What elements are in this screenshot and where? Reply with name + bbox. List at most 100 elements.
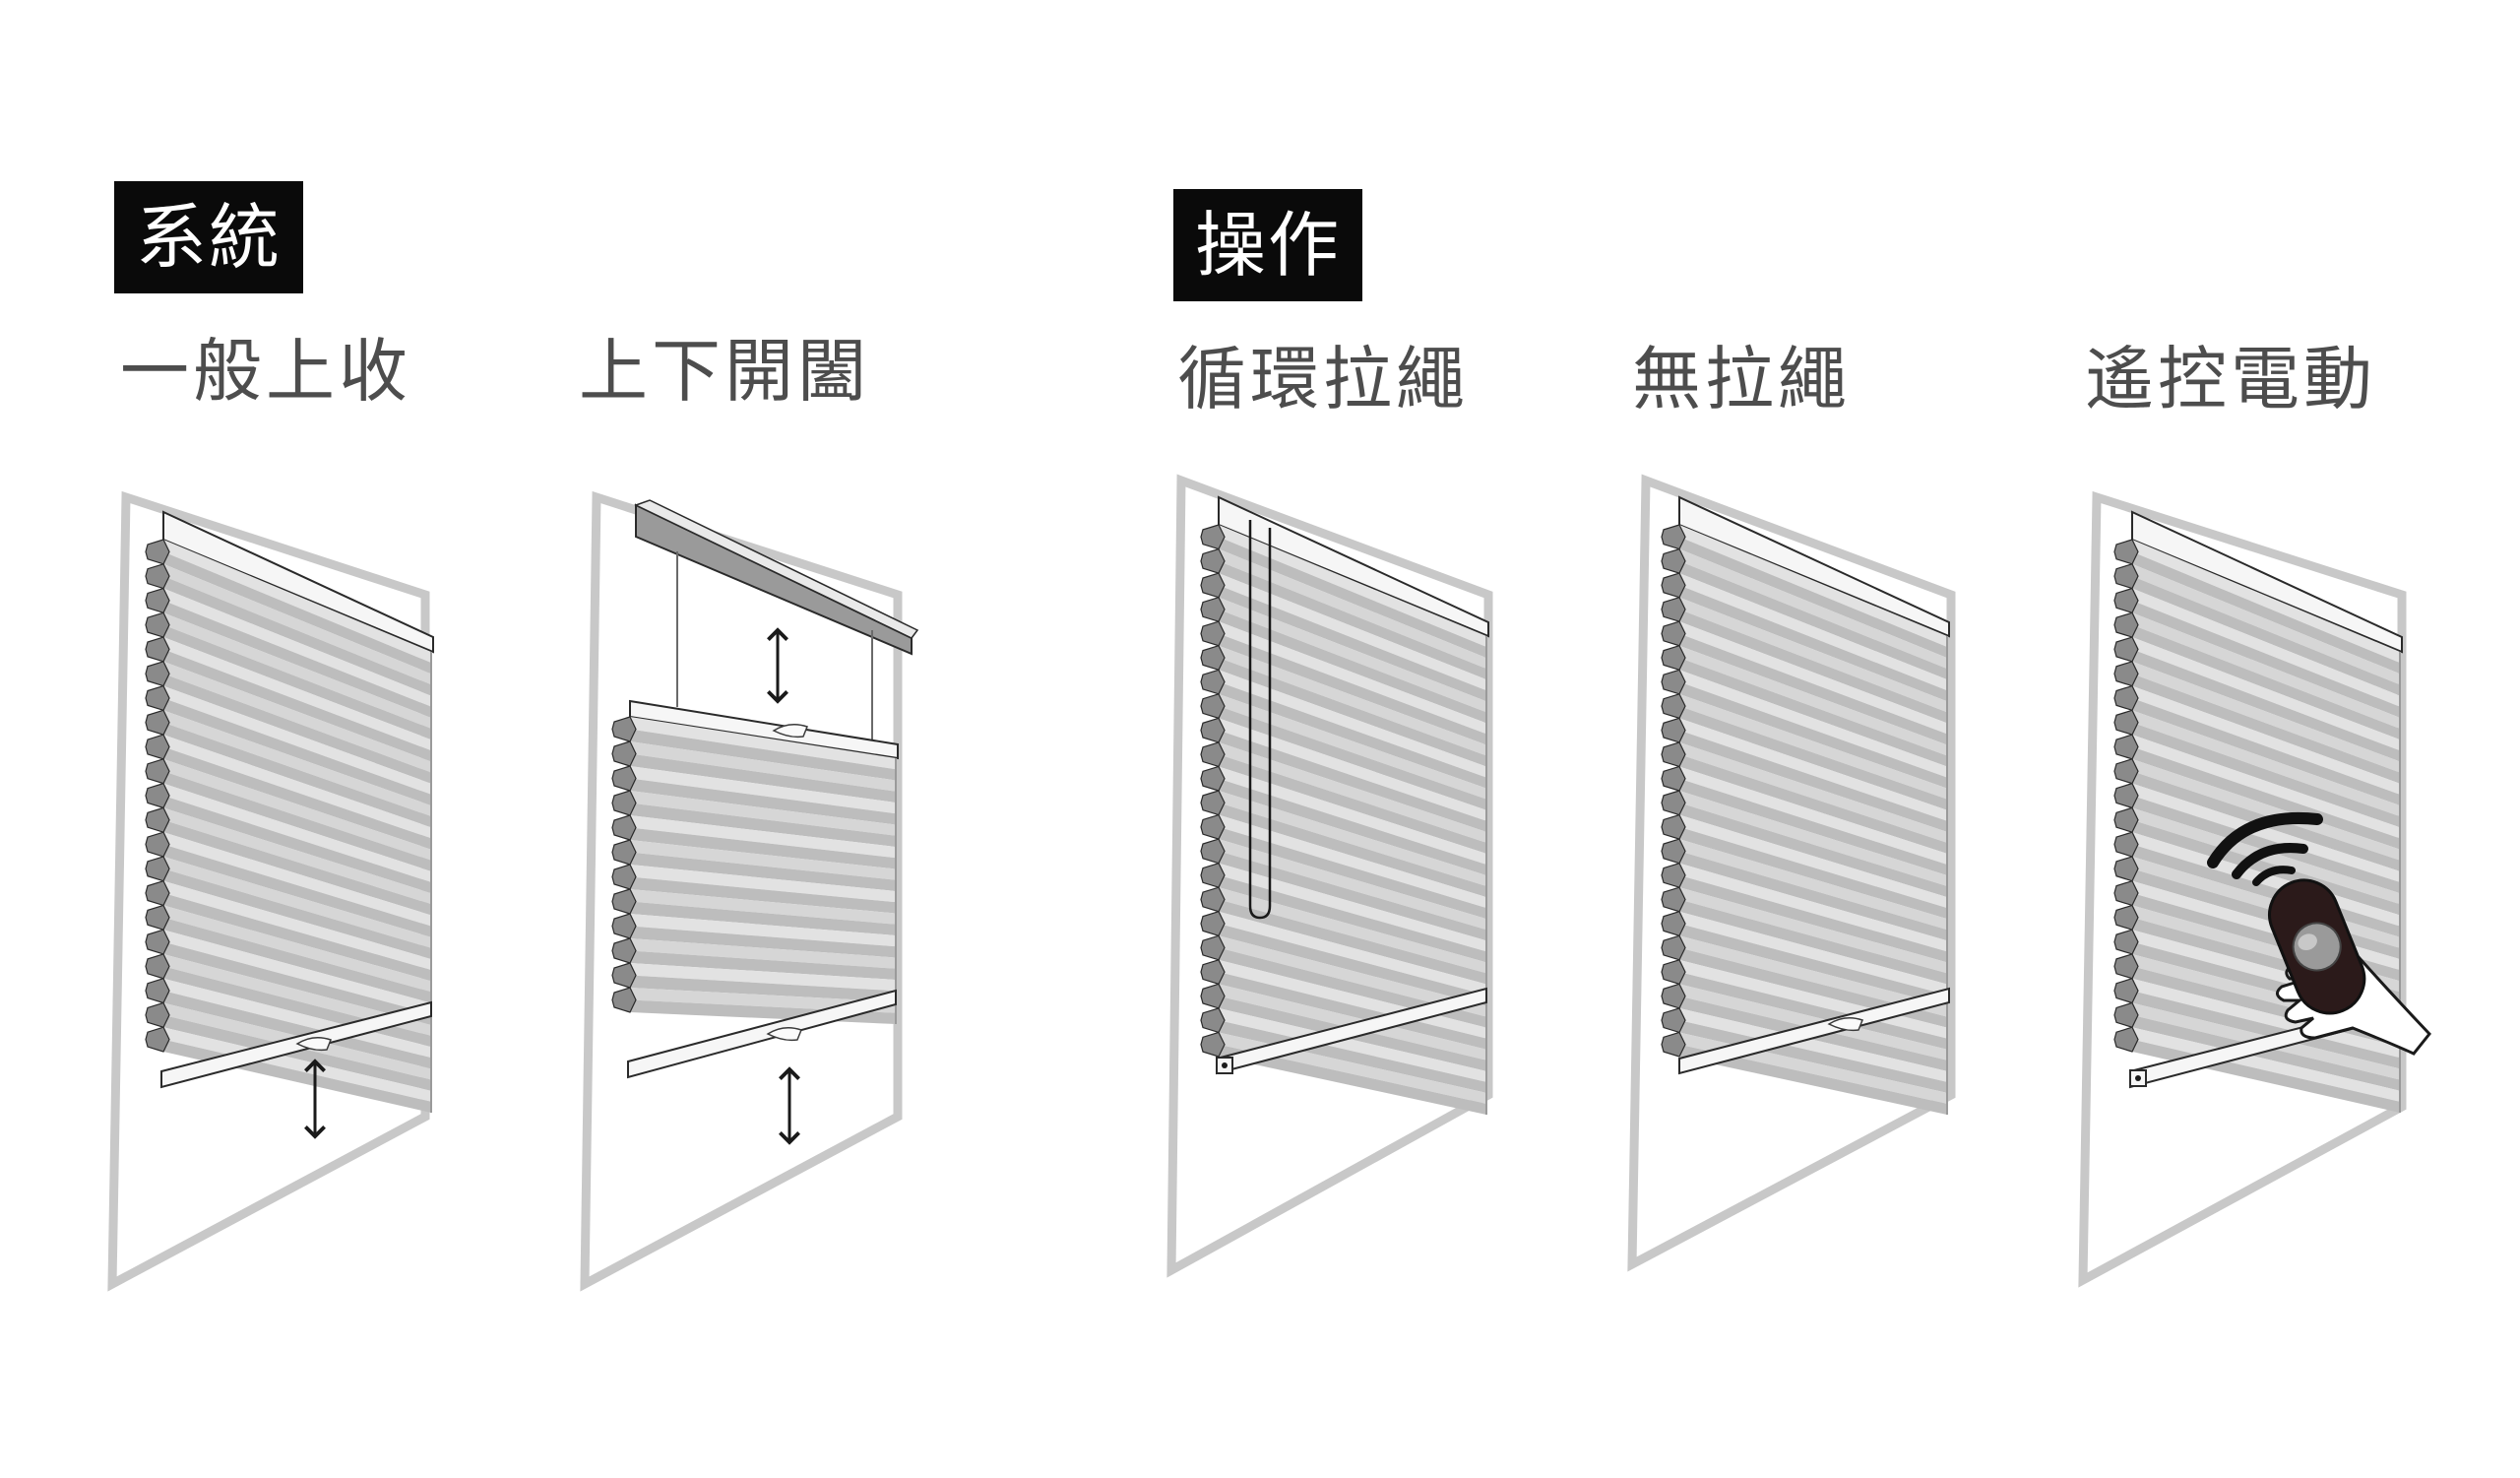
- pleat-cell: [145, 661, 170, 687]
- pleat-cell: [2113, 929, 2139, 955]
- pleat-face: [1679, 874, 1947, 963]
- pleat-face: [630, 914, 896, 947]
- pleat-face: [163, 930, 431, 1014]
- pleat-face: [1219, 670, 1486, 778]
- pleat-cell: [145, 684, 170, 712]
- pleat-face: [1679, 851, 1947, 941]
- pleat-cell: [1200, 741, 1226, 768]
- pleat-face: [163, 941, 431, 1025]
- pleat-cell: [1661, 741, 1686, 768]
- pleat-cell: [2113, 734, 2139, 760]
- pleat-face: [1679, 791, 1947, 887]
- window-frame: [1627, 474, 1956, 1272]
- middle-rail: [629, 699, 899, 760]
- pleat-face: [1679, 766, 1947, 865]
- pleat-cell: [145, 831, 170, 858]
- pleat-face: [630, 876, 896, 914]
- pleat-face: [1219, 972, 1486, 1050]
- pleat-face: [163, 893, 431, 982]
- window-frame: [580, 490, 903, 1292]
- pleat-cell: [145, 636, 170, 663]
- label-motorized: 遙控電動: [2085, 339, 2376, 419]
- pleat-face: [1679, 621, 1947, 735]
- pleat-face: [1219, 778, 1486, 875]
- pleats: [1200, 524, 1487, 1115]
- pleat-cell: [1200, 1031, 1226, 1058]
- pleat-face: [1219, 693, 1486, 800]
- pleat-face: [2132, 697, 2400, 805]
- pleat-face: [163, 563, 431, 685]
- bottom-rail: [160, 1000, 432, 1089]
- pleat-face: [1219, 803, 1486, 898]
- pleat-face: [1219, 730, 1486, 832]
- pleat-cell: [1661, 524, 1686, 550]
- pleat-cell: [1661, 620, 1686, 647]
- pleat-face: [163, 600, 431, 718]
- pleat-face: [630, 975, 896, 1002]
- window-cordless: [1627, 474, 1956, 1272]
- pleat-face: [163, 551, 431, 675]
- pleat-face: [1679, 525, 1947, 648]
- pleat-face: [1679, 718, 1947, 821]
- pleat-face: [2132, 819, 2400, 916]
- pleat-cell: [2113, 709, 2139, 736]
- pleat-cell: [1200, 717, 1226, 743]
- pleat-face: [1679, 1044, 1947, 1115]
- pleat-cell: [1200, 983, 1226, 1009]
- pleat-face: [163, 953, 431, 1036]
- pleat-cell: [2113, 611, 2139, 638]
- pleat-face: [2132, 563, 2400, 685]
- pleat-face: [1679, 670, 1947, 778]
- pleat-face: [1679, 778, 1947, 875]
- pleat-face: [630, 988, 896, 1013]
- pleats: [611, 716, 897, 1024]
- pleat-cell: [611, 864, 637, 890]
- pleat-cell: [145, 611, 170, 638]
- pleat-face: [2132, 637, 2400, 751]
- pleat-face: [1679, 548, 1947, 670]
- pleat-face: [1219, 814, 1486, 909]
- pleat-cell: [611, 962, 637, 989]
- pleat-face: [1679, 826, 1947, 920]
- pleat-face: [1679, 741, 1947, 843]
- pleat-face: [1679, 911, 1947, 996]
- pleat-face: [1679, 814, 1947, 909]
- pleat-face: [1679, 658, 1947, 767]
- pleat-face: [630, 901, 896, 935]
- pleat-cell: [145, 539, 170, 565]
- pleat-cell: [145, 856, 170, 882]
- bottom-rail: [627, 989, 897, 1079]
- pleat-face: [2132, 1014, 2400, 1091]
- pleat-cell: [2113, 636, 2139, 663]
- pleat-face: [163, 746, 431, 850]
- pleat-face: [2132, 710, 2400, 817]
- pleat-cell: [611, 765, 637, 792]
- pleat-cell: [611, 716, 637, 742]
- pleat-face: [163, 697, 431, 805]
- pleat-face: [163, 758, 431, 861]
- pleat-cell: [2113, 782, 2139, 809]
- pleat-face: [1219, 839, 1486, 931]
- pleat-face: [630, 778, 896, 825]
- pleat-cell: [1661, 669, 1686, 695]
- pleat-face: [1219, 851, 1486, 941]
- pleat-cell: [1661, 717, 1686, 743]
- pleat-cell: [1661, 934, 1686, 961]
- pleat-face: [630, 827, 896, 869]
- pleat-face: [1219, 1007, 1486, 1082]
- pleat-face: [1679, 887, 1947, 974]
- pleat-face: [163, 637, 431, 751]
- pleat-face: [630, 938, 896, 969]
- pleat-face: [163, 722, 431, 828]
- pleat-face: [163, 540, 431, 664]
- pleat-face: [1679, 585, 1947, 702]
- pleat-face: [2132, 978, 2400, 1059]
- pleat-cell: [145, 587, 170, 614]
- pleat-face: [2132, 612, 2400, 729]
- pleat-face: [2132, 624, 2400, 740]
- pleat-cell: [145, 734, 170, 760]
- pleat-face: [1219, 874, 1486, 963]
- pleat-face: [1219, 706, 1486, 810]
- pleat-face: [1219, 1020, 1486, 1093]
- pleat-face: [630, 963, 896, 992]
